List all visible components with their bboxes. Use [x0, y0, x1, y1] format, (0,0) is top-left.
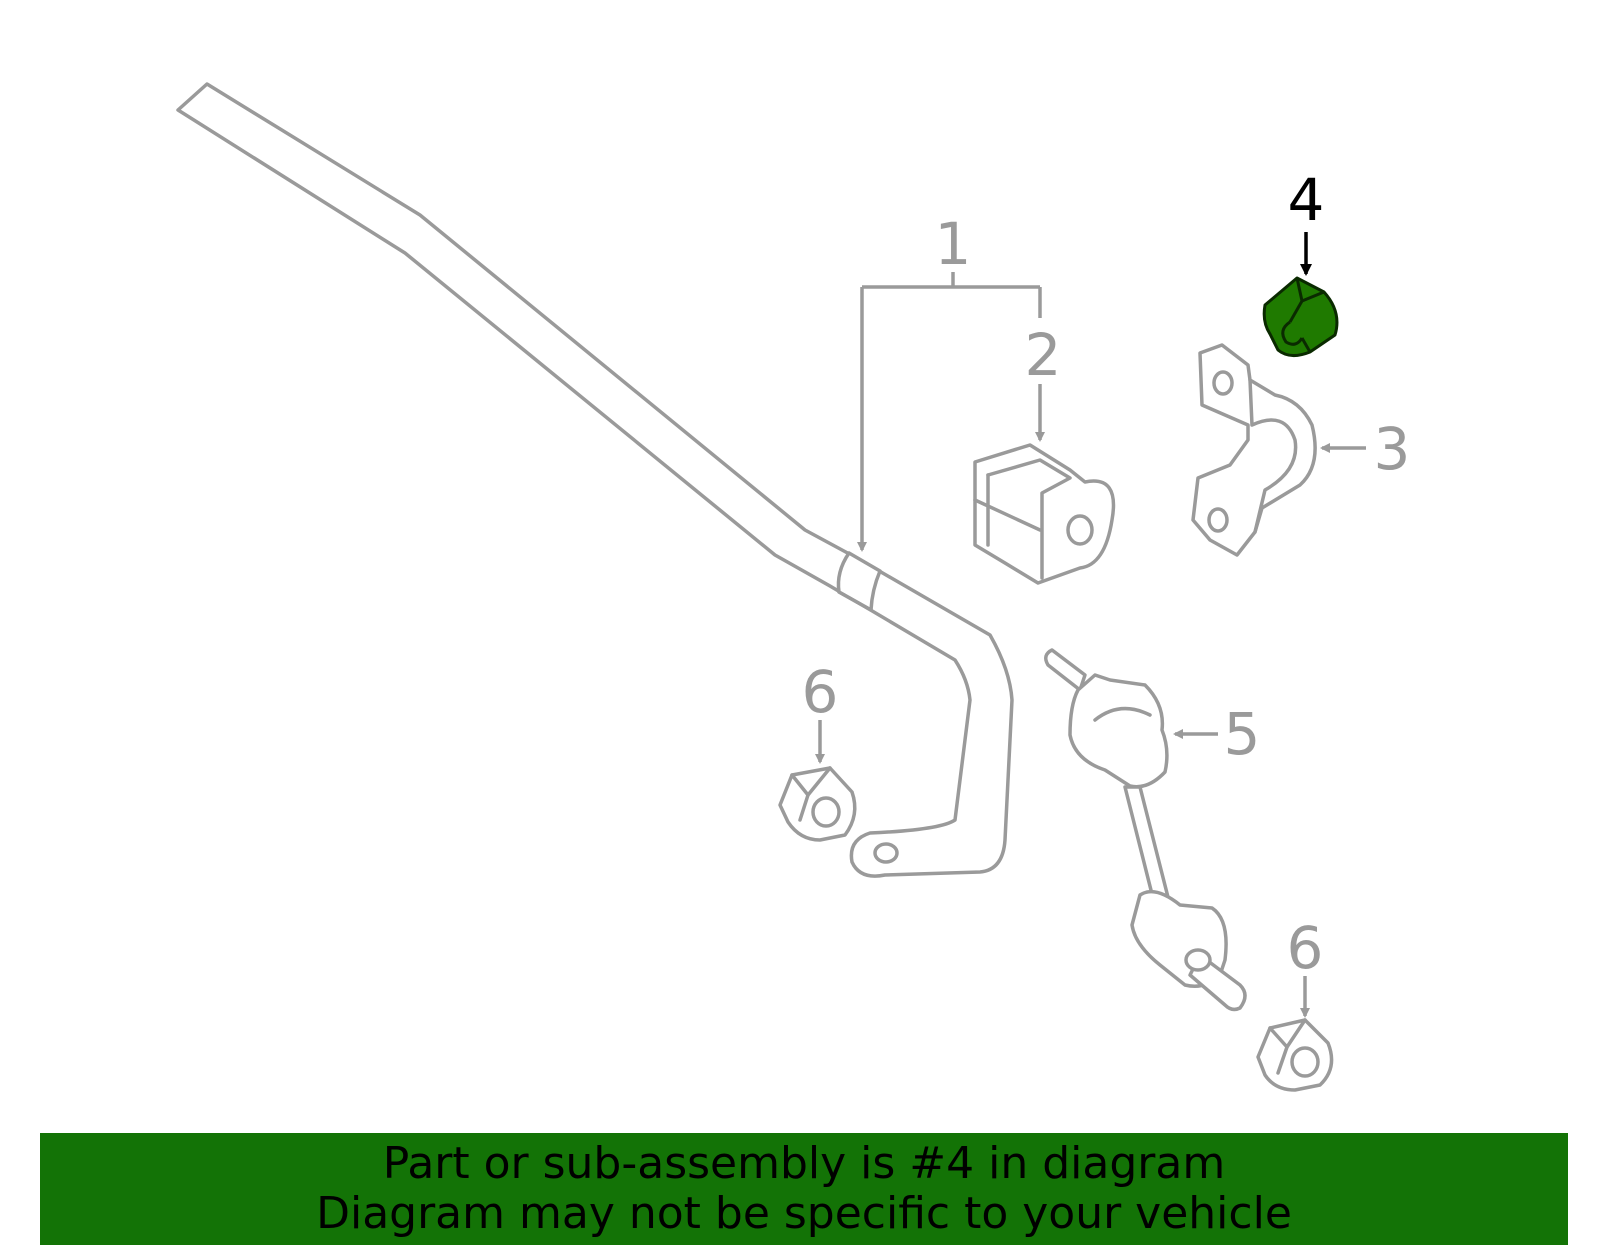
nut-6-left: [778, 766, 857, 842]
callout-6b-label: 6: [1287, 914, 1324, 982]
callout-2: 2: [1025, 321, 1062, 442]
callout-6a-label: 6: [802, 658, 839, 726]
nut-highlighted: [1262, 276, 1339, 357]
callout-5: 5: [1173, 700, 1261, 768]
callout-6-right: 6: [1287, 914, 1324, 1018]
callout-4-label: 4: [1288, 166, 1325, 234]
callout-6-left: 6: [802, 658, 839, 764]
banner-line-1: Part or sub-assembly is #4 in diagram: [382, 1138, 1226, 1189]
stabilizer-bar: [176, 82, 1014, 878]
callout-3-label: 3: [1374, 415, 1411, 483]
callout-4: 4: [1288, 166, 1325, 276]
callout-1-label: 1: [935, 210, 972, 278]
callout-1: 1: [857, 210, 1042, 552]
callout-3: 3: [1320, 415, 1411, 483]
stabilizer-link: [1044, 648, 1247, 1012]
banner-line-2: Diagram may not be specific to your vehi…: [316, 1188, 1292, 1239]
callout-2-label: 2: [1025, 321, 1062, 389]
bushing: [973, 443, 1116, 585]
bracket: [1191, 343, 1317, 557]
callout-5-label: 5: [1224, 700, 1261, 768]
part-info-banner: Part or sub-assembly is #4 in diagram Di…: [40, 1133, 1568, 1245]
nut-6-right: [1256, 1018, 1334, 1092]
